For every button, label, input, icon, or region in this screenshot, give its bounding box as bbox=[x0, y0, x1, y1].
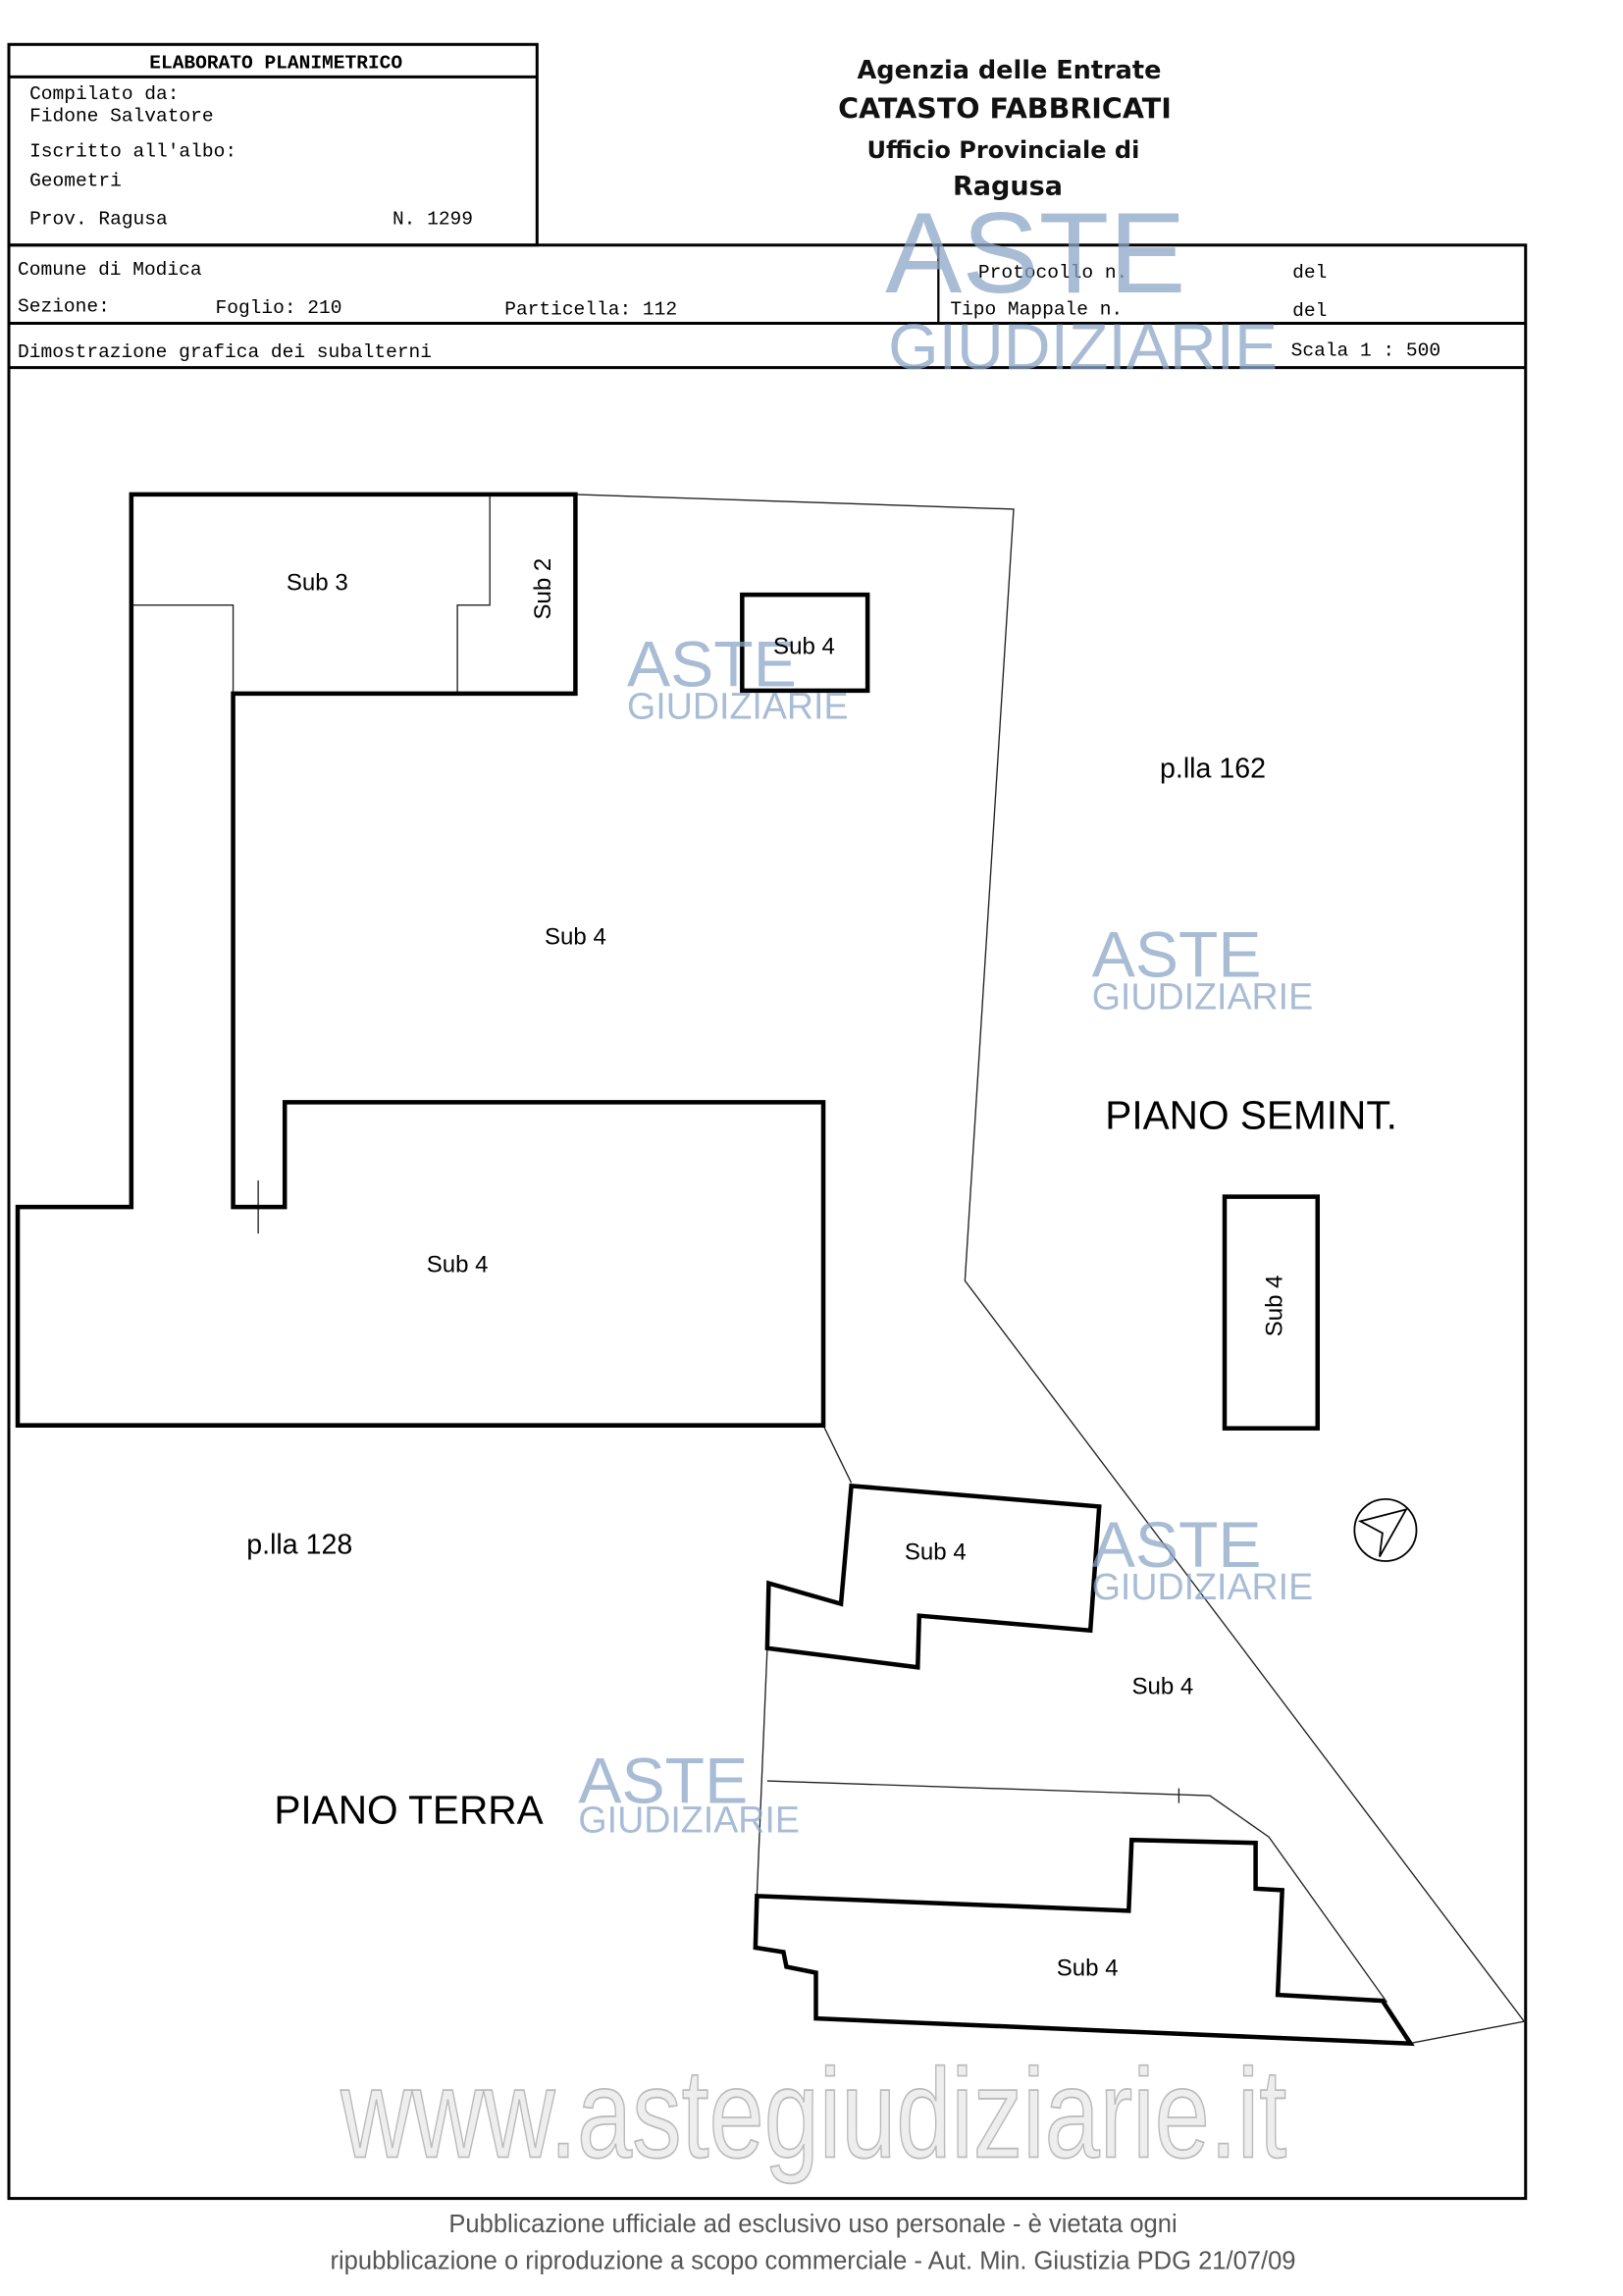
svg-text:ASTE: ASTE bbox=[627, 628, 797, 701]
office-type: CATASTO FABBRICATI bbox=[838, 91, 1172, 125]
tipo-mappale-date-label: del bbox=[1292, 300, 1327, 322]
protocollo-date-label: del bbox=[1292, 262, 1327, 284]
protocollo-label: Protocollo n. bbox=[978, 262, 1127, 284]
north-arrow-icon bbox=[1353, 1497, 1418, 1562]
info-rows: Comune di Modica Sezione: Foglio: 210 Pa… bbox=[7, 243, 1528, 2201]
label-plla-128: p.lla 128 bbox=[246, 1530, 352, 1561]
office-name: Ufficio Provinciale di bbox=[867, 136, 1140, 164]
agency-header: Agenzia delle Entrate CATASTO FABBRICATI… bbox=[838, 56, 1172, 202]
watermark-url: www.astegiudiziarie.it bbox=[340, 2042, 1286, 2184]
label-sub4-bottom: Sub 4 bbox=[1057, 1956, 1119, 1982]
register: Geometri bbox=[29, 171, 122, 192]
label-sub4-yard: Sub 4 bbox=[1131, 1673, 1193, 1699]
svg-text:ASTE: ASTE bbox=[1092, 1509, 1262, 1582]
description: Dimostrazione grafica dei subalterni bbox=[18, 341, 432, 363]
header-box: ELABORATO PLANIMETRICO Compilato da: Fid… bbox=[7, 42, 539, 247]
footer-line-1: Pubblicazione ufficiale ad esclusivo uso… bbox=[448, 2211, 1177, 2238]
svg-text:GIUDIZIARIE: GIUDIZIARIE bbox=[627, 685, 849, 726]
sub4-small-building bbox=[740, 592, 870, 694]
svg-text:ASTE: ASTE bbox=[578, 1746, 748, 1818]
register-label: Iscritto all'albo: bbox=[29, 141, 236, 163]
particella: Particella: 112 bbox=[504, 298, 677, 320]
label-sub4-small: Sub 4 bbox=[773, 633, 835, 659]
office-city: Ragusa bbox=[953, 172, 1063, 202]
label-sub3: Sub 3 bbox=[287, 570, 348, 597]
footer-line-2: ripubblicazione o riproduzione a scopo c… bbox=[330, 2248, 1295, 2275]
svg-text:GIUDIZIARIE: GIUDIZIARIE bbox=[578, 1800, 800, 1841]
label-piano-semint: PIANO SEMINT. bbox=[1105, 1092, 1397, 1137]
parcel-boundaries bbox=[131, 494, 1526, 2045]
label-sub2: Sub 2 bbox=[530, 558, 556, 620]
label-sub4-main: Sub 4 bbox=[545, 923, 606, 950]
document-title: ELABORATO PLANIMETRICO bbox=[149, 52, 402, 74]
label-piano-terra: PIANO TERRA bbox=[274, 1788, 543, 1833]
compiled-by: Fidone Salvatore bbox=[29, 105, 214, 127]
plan-labels: Sub 3 Sub 2 Sub 4 Sub 4 Sub 4 Sub 4 Sub … bbox=[246, 558, 1397, 1982]
compiled-by-label: Compilato da: bbox=[29, 83, 179, 105]
label-sub4-lower: Sub 4 bbox=[427, 1251, 489, 1278]
svg-text:GIUDIZIARIE: GIUDIZIARIE bbox=[1092, 1566, 1314, 1607]
svg-text:GIUDIZIARIE: GIUDIZIARIE bbox=[1092, 976, 1314, 1018]
province: Prov. Ragusa bbox=[29, 209, 168, 231]
agency-name: Agenzia delle Entrate bbox=[858, 56, 1162, 85]
sub4-bottom-building bbox=[753, 1837, 1415, 2047]
foglio: Foglio: 210 bbox=[216, 297, 342, 319]
comune: Comune di Modica bbox=[18, 259, 202, 281]
label-sub4-vertical: Sub 4 bbox=[1262, 1275, 1288, 1336]
registration-number: N. 1299 bbox=[393, 209, 473, 231]
tipo-mappale-label: Tipo Mappale n. bbox=[950, 298, 1123, 320]
scale: Scala 1 : 500 bbox=[1291, 340, 1440, 362]
sub4-vertical-building bbox=[1222, 1194, 1321, 1431]
sezione: Sezione: bbox=[18, 295, 110, 317]
label-sub4-mid: Sub 4 bbox=[905, 1539, 967, 1566]
svg-text:ASTE: ASTE bbox=[885, 188, 1185, 317]
svg-text:ASTE: ASTE bbox=[1092, 919, 1262, 992]
svg-text:GIUDIZIARIE: GIUDIZIARIE bbox=[888, 311, 1278, 384]
label-plla-162: p.lla 162 bbox=[1160, 754, 1266, 785]
main-building-outline bbox=[15, 492, 826, 1428]
sub4-mid-building bbox=[764, 1483, 1102, 1670]
